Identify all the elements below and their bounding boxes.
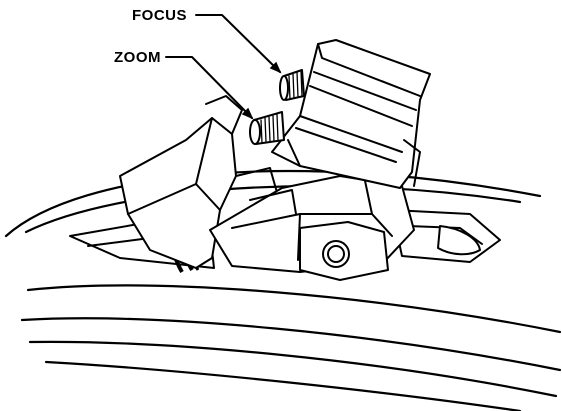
focus-leader-line: [195, 14, 281, 73]
inner-mount-platform: [69, 209, 501, 269]
zoom-leader-arrow: [241, 107, 254, 120]
zoom-label: ZOOM: [114, 49, 161, 66]
lens-body: [271, 39, 431, 189]
dome-base-housing: [4, 169, 562, 411]
tilt-bracket: [119, 95, 279, 269]
focus-knob[interactable]: [279, 69, 305, 101]
zoom-knob[interactable]: [249, 111, 285, 145]
front-plate: [299, 221, 389, 281]
zoom-leader-line: [165, 56, 253, 119]
focus-label: FOCUS: [132, 7, 187, 24]
focus-leader-arrow: [269, 61, 282, 74]
